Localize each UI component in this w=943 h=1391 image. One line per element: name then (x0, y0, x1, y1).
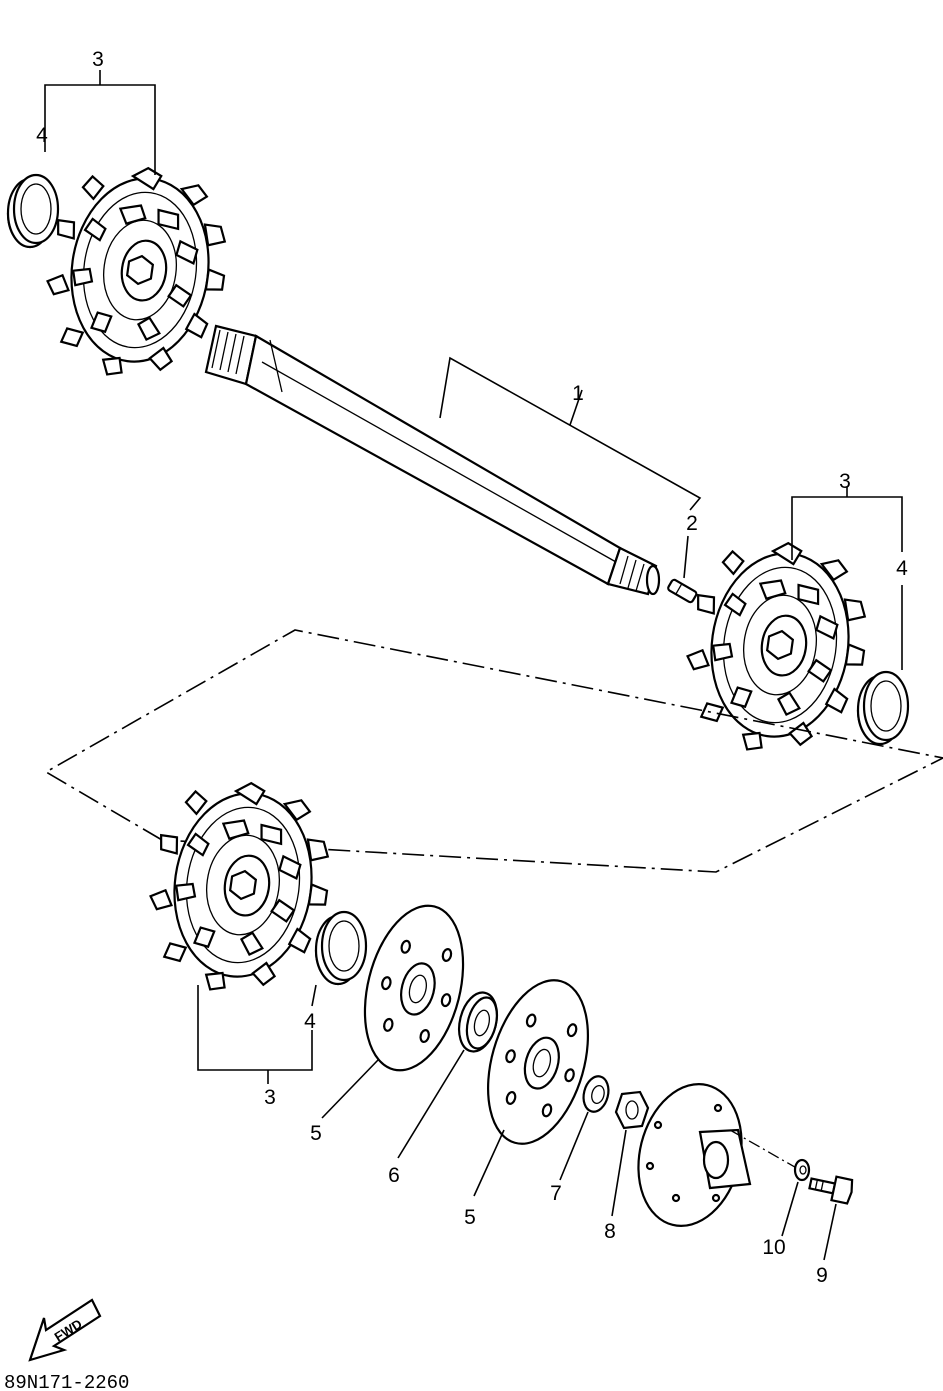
callout-6: 6 (388, 1164, 400, 1187)
sprocket-top-left (34, 155, 239, 390)
callout-4-right: 4 (896, 557, 908, 580)
callout-3-right: 3 (839, 470, 851, 493)
bolt (808, 1175, 854, 1205)
callout-8: 8 (604, 1220, 616, 1243)
callout-4-top: 4 (36, 124, 48, 147)
fwd-arrow-icon: FWD (28, 1298, 102, 1362)
callout-3-bottom: 3 (264, 1086, 276, 1109)
callout-5-b: 5 (464, 1206, 476, 1229)
drawing-code: 89N171-2260 (4, 1372, 129, 1391)
plate-a (347, 894, 481, 1082)
nut (614, 1090, 650, 1130)
bushing-right (856, 670, 910, 746)
bushing-top-left (6, 173, 60, 249)
callout-7: 7 (550, 1182, 562, 1205)
drive-shaft (204, 324, 661, 596)
flange-hub (637, 1082, 801, 1228)
callout-2: 2 (686, 512, 698, 535)
lock-washer (793, 1158, 811, 1182)
callout-3-top: 3 (92, 48, 104, 71)
pin (667, 578, 698, 604)
sprocket-right (674, 530, 879, 765)
callout-5-a: 5 (310, 1122, 322, 1145)
callout-10: 10 (762, 1236, 785, 1259)
callout-1: 1 (572, 382, 584, 405)
bearing (457, 991, 499, 1053)
washer (582, 1075, 610, 1113)
callout-9: 9 (816, 1264, 828, 1287)
bushing-bottom-left (314, 910, 368, 986)
assembly-boundary (44, 629, 943, 873)
sprocket-bottom-left (137, 770, 342, 1005)
callout-4-bottom: 4 (304, 1010, 316, 1033)
